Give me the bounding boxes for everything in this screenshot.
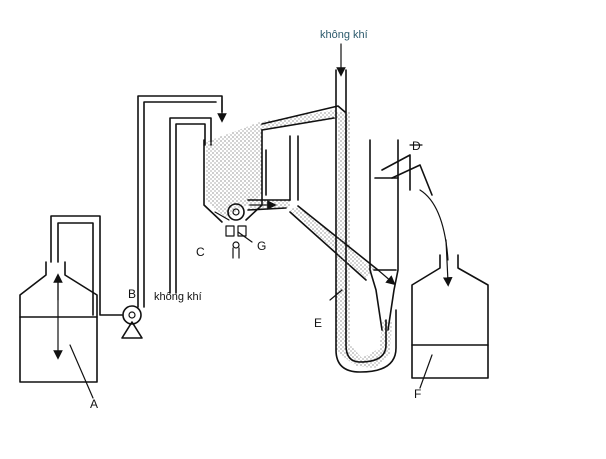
pump-b bbox=[121, 305, 143, 339]
tank-a bbox=[19, 261, 98, 399]
feed-pipe bbox=[50, 215, 123, 316]
label-d: D bbox=[412, 139, 421, 153]
label-b: B bbox=[128, 287, 136, 301]
air-intake-pipe bbox=[169, 117, 212, 294]
label-e: E bbox=[314, 316, 322, 330]
drying-chamber bbox=[203, 105, 346, 223]
diagonal-pipe bbox=[289, 205, 379, 281]
transfer-duct bbox=[247, 199, 291, 211]
label-a: A bbox=[90, 397, 98, 411]
air-mid-label: không khí bbox=[154, 291, 202, 303]
label-f: F bbox=[414, 387, 421, 401]
tank-f bbox=[411, 254, 489, 389]
pump-outlet-pipe bbox=[137, 95, 227, 308]
leader-lines bbox=[237, 144, 423, 301]
outlet-stubs bbox=[265, 135, 299, 201]
u-tube-e bbox=[335, 43, 397, 373]
rotary-valve bbox=[214, 203, 247, 259]
label-c: C bbox=[196, 245, 205, 259]
label-g: G bbox=[257, 239, 266, 253]
outlet-d bbox=[381, 154, 453, 287]
air-top-label: không khí bbox=[320, 29, 368, 41]
cyclone bbox=[369, 139, 399, 331]
